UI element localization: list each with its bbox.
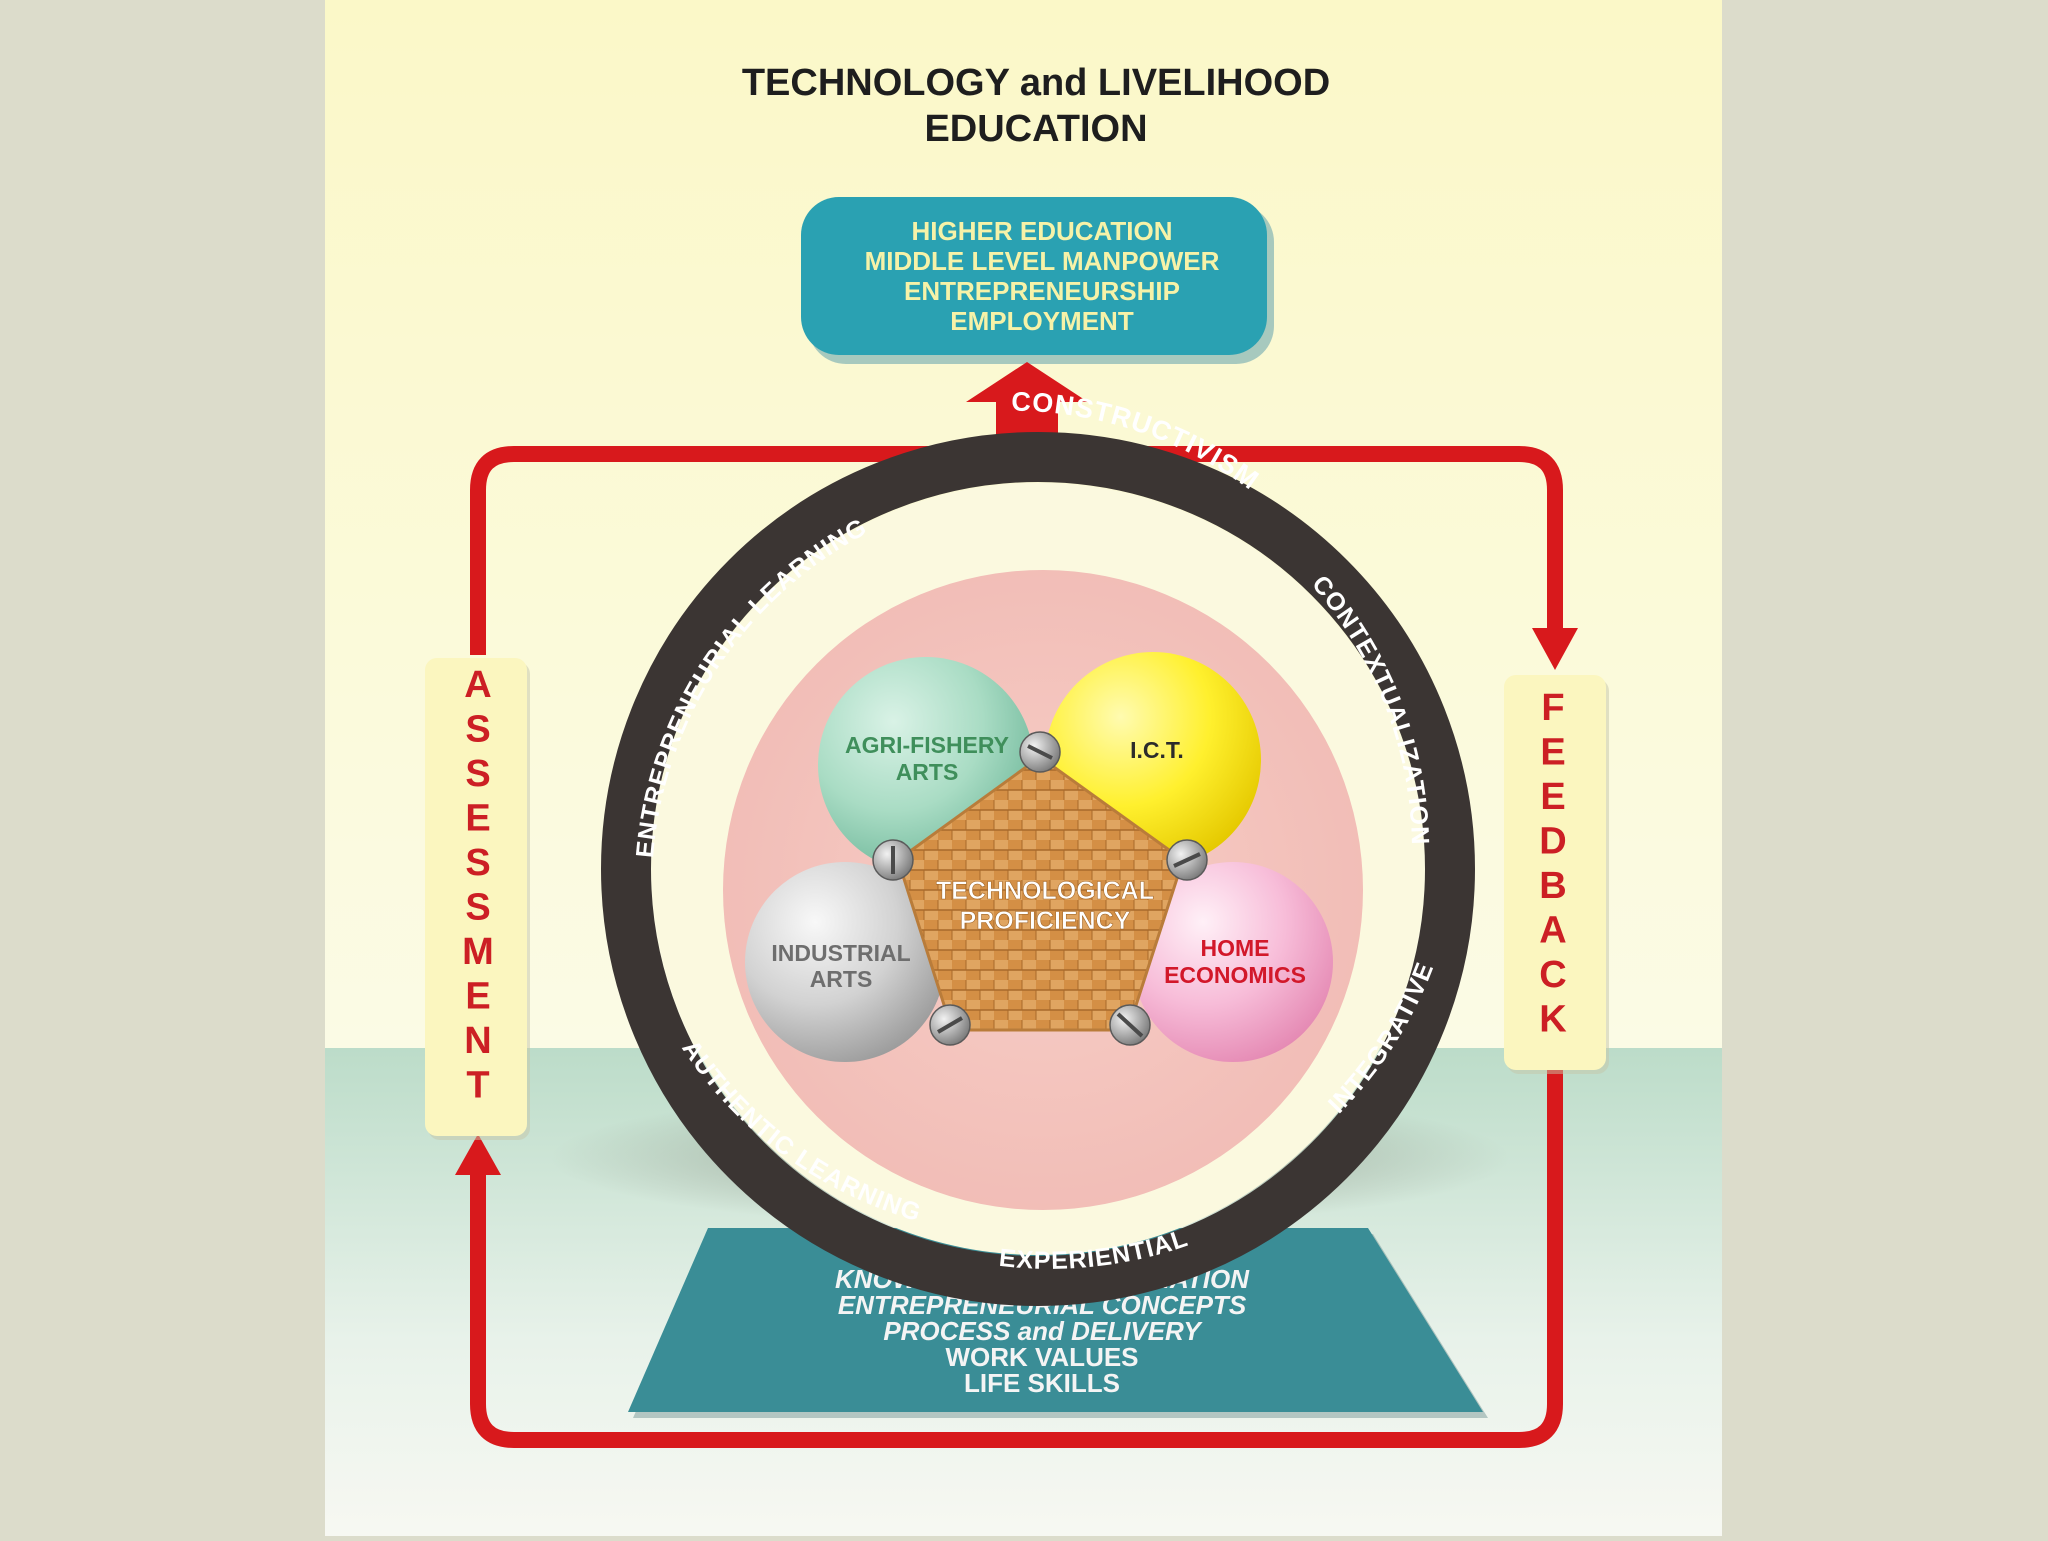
vertical-letter: A	[1539, 910, 1566, 952]
feedback-panel	[1504, 675, 1606, 1070]
vertical-letter: E	[1540, 776, 1565, 818]
vertical-letter: S	[465, 709, 490, 751]
vertical-letter: S	[465, 753, 490, 795]
industrial-label-line-1: INDUSTRIAL	[771, 940, 910, 966]
foundation-panel	[628, 1228, 1483, 1412]
vertical-letter: E	[465, 798, 490, 840]
screw-icons	[872, 731, 1208, 1046]
center-label-line-2: PROFICIENCY	[960, 907, 1131, 935]
outcome-item: HIGHER EDUCATION	[912, 216, 1173, 246]
center-label-line-1: TECHNOLOGICAL	[936, 877, 1154, 905]
title-line-1: TECHNOLOGY and LIVELIHOOD	[742, 62, 1330, 104]
foundation-item: PROCESS and DELIVERY	[883, 1316, 1203, 1346]
vertical-letter: C	[1539, 954, 1566, 996]
vertical-letter: M	[462, 931, 494, 973]
outcomes-box	[801, 197, 1267, 355]
vertical-letter: T	[466, 1065, 489, 1107]
down-arrow-icon	[1532, 628, 1578, 670]
home-label-line-1: HOME	[1201, 935, 1270, 961]
approach-ring	[601, 432, 1475, 1306]
assessment-panel	[425, 658, 527, 1136]
outcome-item: MIDDLE LEVEL MANPOWER	[865, 246, 1220, 276]
foundation-item: LIFE SKILLS	[964, 1368, 1120, 1398]
basket-pentagon	[896, 755, 1185, 1032]
agri-label-line-2: ARTS	[896, 759, 959, 785]
home-economics-sphere	[1133, 862, 1333, 1062]
ict-label: I.C.T.	[1130, 737, 1184, 763]
vertical-letter: F	[1541, 687, 1564, 729]
vertical-letter: D	[1539, 821, 1566, 863]
vertical-letter: A	[464, 664, 491, 706]
industrial-label-line-2: ARTS	[810, 966, 873, 992]
vertical-letter: S	[465, 887, 490, 929]
agri-label-line-1: AGRI-FISHERY	[845, 732, 1009, 758]
home-label-line-2: ECONOMICS	[1164, 962, 1306, 988]
vertical-letter: K	[1539, 999, 1567, 1041]
industrial-arts-sphere	[745, 862, 945, 1062]
outcome-item: EMPLOYMENT	[950, 306, 1134, 336]
up-arrow-icon	[455, 1134, 501, 1175]
foundation-item: WORK VALUES	[945, 1342, 1138, 1372]
vertical-letter: E	[1540, 732, 1565, 774]
vertical-letter: S	[465, 842, 490, 884]
title-line-2: EDUCATION	[924, 108, 1147, 150]
outcome-item: ENTREPRENEURSHIP	[904, 276, 1180, 306]
vertical-letter: E	[465, 976, 490, 1018]
vertical-letter: B	[1539, 865, 1566, 907]
vertical-letter: N	[464, 1020, 491, 1062]
